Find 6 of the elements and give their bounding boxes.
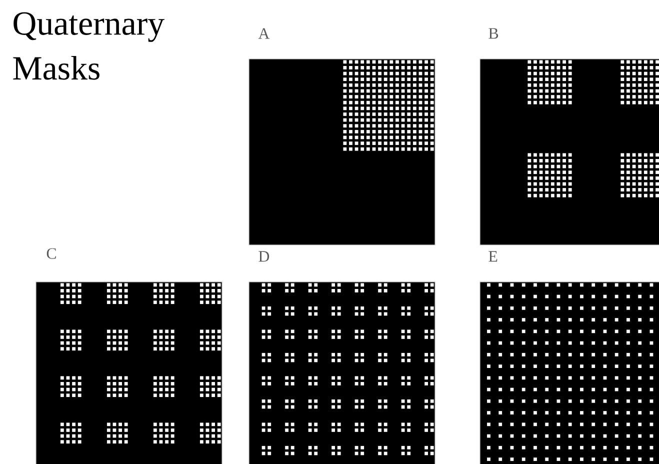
panel-label: A [258,28,270,39]
panel-label: D [258,251,270,262]
panel-label: C [46,248,56,259]
title: Quaternary Masks [13,12,164,80]
panel-label: B [488,28,498,39]
panel-label: E [488,251,498,262]
